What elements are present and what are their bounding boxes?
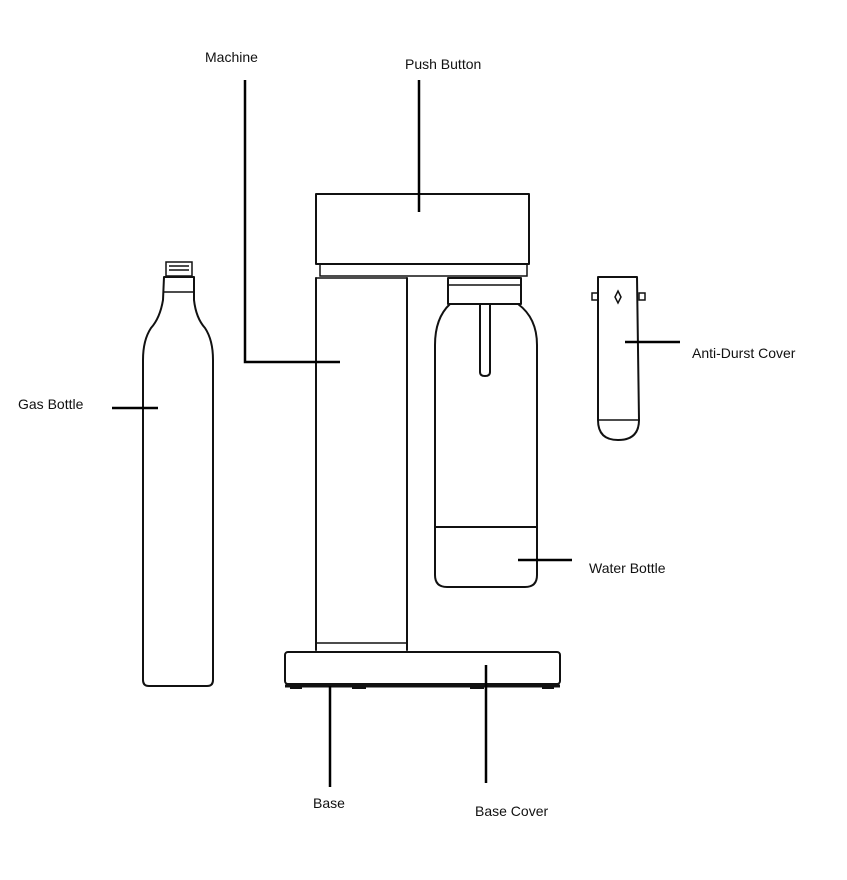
cover-clip-right [638, 292, 646, 301]
push-button-housing [315, 193, 530, 265]
gas-bottle-valve [165, 261, 193, 277]
label-push-button: Push Button [405, 56, 482, 72]
base [284, 651, 561, 689]
water-bottle [434, 303, 538, 588]
base-foot [542, 686, 554, 689]
anti-dust-cover [591, 276, 646, 441]
base-foot [352, 686, 366, 689]
label-anti-dust-cover: Anti-Durst Cover [692, 345, 796, 361]
base-cover [284, 651, 561, 685]
base-foot [290, 686, 302, 689]
label-water-bottle: Water Bottle [589, 560, 666, 576]
water-bottle-body [434, 303, 538, 588]
label-base-cover: Base Cover [475, 803, 549, 819]
label-base: Base [313, 795, 345, 811]
cover-latch [614, 289, 622, 305]
machine [315, 193, 530, 651]
label-gas-bottle: Gas Bottle [18, 396, 84, 412]
base-foot [470, 686, 484, 689]
carbonation-nozzle [479, 304, 491, 377]
gas-bottle-body [142, 276, 214, 687]
carbonator-head [447, 277, 522, 305]
cover-clip-left [591, 292, 599, 301]
machine-top-collar [319, 263, 528, 277]
leader-machine [243, 80, 340, 364]
anti-dust-cover-body [597, 276, 640, 441]
gas-bottle [142, 261, 214, 687]
label-machine: Machine [205, 49, 258, 65]
leader-lines [112, 80, 680, 787]
